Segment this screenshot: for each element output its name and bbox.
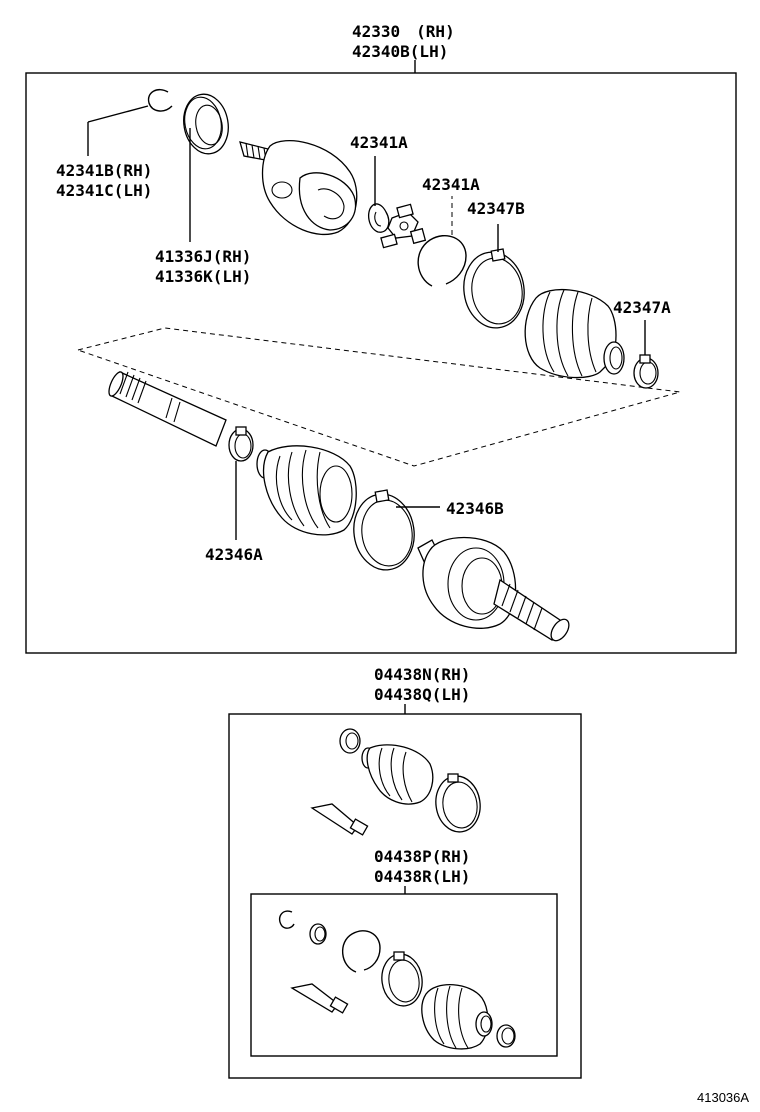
inboard-clamp-small-part [633, 354, 659, 389]
label-assembly-lh: 42340B(LH) [352, 42, 448, 61]
inner-kit-small-clamp-part [496, 1024, 516, 1048]
inner-kit-snap-ring-large-part [342, 930, 381, 973]
label-inboard-clamp-large: 42347B [467, 199, 525, 218]
boot-kit-boot-part [361, 744, 434, 805]
label-assembly-rh: 42330 (RH) [352, 22, 455, 41]
inboard-clamp-large-part [463, 248, 525, 329]
label-inner-snap-ring-2: 42341A [422, 175, 480, 194]
inner-snap-ring-1-part [367, 203, 390, 233]
outboard-clamp-small-part [228, 426, 254, 462]
label-outboard-clamp-large: 42346B [446, 499, 504, 518]
label-boot-kit-lh: 04438Q(LH) [374, 685, 470, 704]
inboard-boot-part [524, 288, 625, 379]
dust-seal-part [183, 93, 229, 155]
inner-snap-ring-2-part [417, 235, 467, 287]
inboard-joint-housing-part [239, 140, 358, 236]
label-inner-boot-kit-lh: 04438R(LH) [374, 867, 470, 886]
boot-kit-small-clamp-part [339, 728, 361, 754]
inner-kit-snap-ring-part [278, 910, 295, 929]
label-snap-ring-rh: 42341B(RH) [56, 161, 152, 180]
inner-kit-boot-part [421, 983, 493, 1050]
drive-shaft-part [108, 371, 227, 447]
label-dust-seal-lh: 41336K(LH) [155, 267, 251, 286]
inner-kit-dust-seal-part [309, 923, 327, 945]
inner-boot-kit-frame [250, 893, 558, 1057]
boot-kit-grease-tube-part [310, 803, 369, 836]
outboard-clamp-large-part [353, 489, 415, 571]
label-inner-snap-ring-1: 42341A [350, 133, 408, 152]
label-inboard-clamp-small: 42347A [613, 298, 671, 317]
snap-ring-part [147, 88, 173, 112]
label-inner-boot-kit-rh: 04438P(RH) [374, 847, 470, 866]
inner-kit-large-clamp-part [381, 951, 423, 1007]
boot-kit-large-clamp-part [435, 773, 481, 833]
snap-ring-leader [87, 105, 149, 123]
inner-kit-grease-tube-part [290, 983, 349, 1014]
outboard-cv-joint-part [417, 536, 570, 642]
label-dust-seal-rh: 41336J(RH) [155, 247, 251, 266]
label-boot-kit-rh: 04438N(RH) [374, 665, 470, 684]
tripod-spider-part [380, 203, 427, 249]
label-outboard-clamp-small: 42346A [205, 545, 263, 564]
main-assembly-frame [25, 72, 737, 654]
figure-number: 413036A [697, 1090, 749, 1105]
outboard-boot-part [256, 445, 357, 536]
label-snap-ring-lh: 42341C(LH) [56, 181, 152, 200]
boot-kit-frame [228, 713, 582, 1079]
shaft-subassembly-outline [76, 327, 681, 467]
